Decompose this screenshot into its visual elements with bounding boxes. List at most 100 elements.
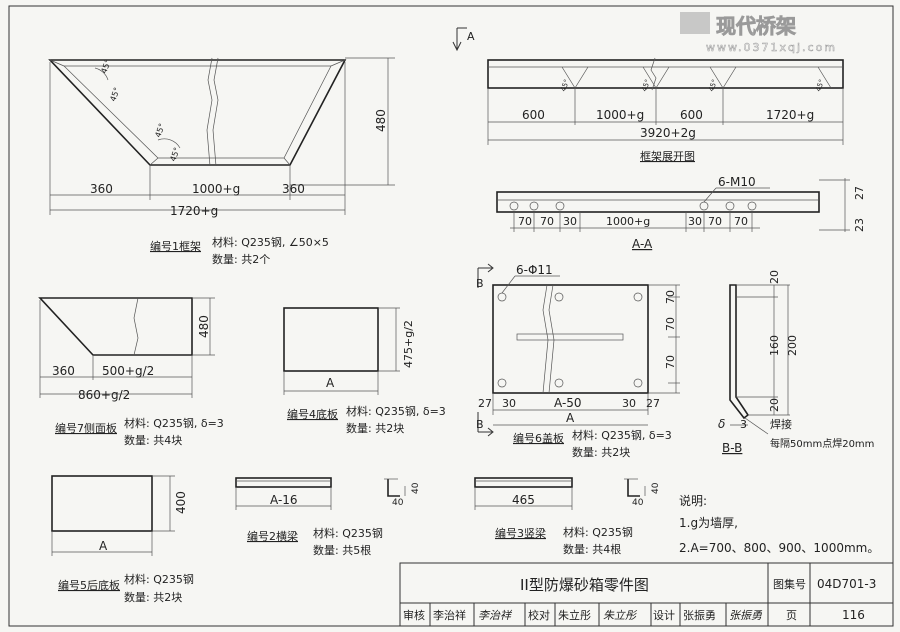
title-block-page-label: 页 [786,609,797,622]
bottom-plate-caption: 编号4底板 [287,407,338,421]
section-aa-dim: 30 [563,215,577,228]
title-block-page-no: 116 [842,608,865,622]
view-a-label: A [467,30,475,43]
unfold-angle-label: 45° [707,78,719,92]
watermark-url: www.0371xqj.com [706,41,837,54]
back-plate-drawing [51,475,175,556]
vertical-beam-material: 材料: Q235钢 [563,525,633,539]
bottom-plate-drawing [283,307,400,395]
section-bb-dim: 20 [768,270,781,284]
vertical-beam-angle-size: 40 [632,498,644,508]
unfold-dim: 600 [680,108,703,122]
title-block-atlas-label: 图集号 [773,577,806,591]
section-bb-dim: 160 [768,335,781,356]
unfold-caption: 框架展开图 [640,150,695,163]
unfold-angle-label: 45° [640,78,652,92]
title-block-atlas-no: 04D701-3 [817,577,876,591]
vertical-beam-drawing [474,477,646,510]
cover-plate-section-mark: B [476,418,484,431]
frame-dim-middle: 1000+g [192,182,240,196]
section-aa-caption: A-A [632,237,653,251]
back-plate-material: 材料: Q235钢 [124,572,194,586]
cross-beam-material: 材料: Q235钢 [313,526,383,540]
cover-plate-dim-right: 70 [664,355,677,369]
cover-plate-drawing [477,263,680,437]
cover-plate-dim: 30 [502,397,516,410]
section-bb-drawing [729,284,790,435]
section-bb-thickness: δ [718,417,725,431]
title-block-designer: 张振勇 [683,608,716,622]
back-plate-dim-height: 400 [174,491,188,514]
cross-beam-angle-size: 40 [392,498,404,508]
notes-item-1: 1.g为墙厚, [679,516,738,530]
cover-plate-dim: 30 [622,397,636,410]
cover-plate-dim-total: A [566,411,575,425]
section-aa-dim-right: 27 [853,186,866,200]
side-panel-drawing [38,297,215,398]
section-bb-dim: 200 [786,335,799,356]
section-aa-bolt: 6-M10 [718,175,756,189]
frame-angle-label: 45° [168,146,181,162]
cross-beam-dim: A-16 [270,493,298,507]
side-panel-caption: 编号7侧面板 [55,421,117,435]
cover-plate-material: 材料: Q235钢, δ=3 [572,428,672,442]
title-block-title: II型防爆砂箱零件图 [520,576,649,594]
unfold-dim-total: 3920+2g [640,126,696,140]
back-plate-caption: 编号5后底板 [58,578,120,592]
cross-beam-quantity: 数量: 共5根 [313,543,371,557]
side-panel-dim: 360 [52,364,75,378]
vertical-beam-caption: 编号3竖梁 [495,526,546,540]
side-panel-material: 材料: Q235钢, δ=3 [124,416,224,430]
section-aa-dim: 1000+g [606,215,650,228]
section-aa-dim: 30 [688,215,702,228]
section-bb-weld: 焊接 [770,417,792,431]
section-aa-dim-right: 23 [853,218,866,232]
back-plate-quantity: 数量: 共2块 [124,591,182,604]
cover-plate-dim: A-50 [554,396,582,410]
cover-plate-dim: 27 [646,397,660,410]
title-block-check-label: 校对 [528,608,550,622]
cover-plate-caption: 编号6盖板 [513,431,564,445]
section-aa-dim: 70 [540,215,554,228]
frame-dim-left: 360 [90,182,113,196]
cover-plate-section-mark: B [476,277,484,290]
frame-drawing [48,57,395,215]
view-a-marker [452,27,467,52]
section-aa-dim: 70 [708,215,722,228]
section-aa-dim: 70 [734,215,748,228]
bottom-plate-dim-height: 475+g/2 [402,320,415,368]
section-bb-weld-note: 每隔50mm点焊20mm [770,437,874,450]
cover-plate-dim-right: 70 [664,317,677,331]
frame-dim-height: 480 [374,109,388,132]
section-bb-value: 3 [740,418,747,431]
cover-plate-dim: 27 [478,397,492,410]
section-aa-dim: 70 [518,215,532,228]
section-aa-drawing [496,178,850,232]
title-block-reviewer: 李治祥 [433,608,466,622]
cross-beam-angle-size: 40 [411,482,421,494]
cross-beam-drawing [235,477,406,510]
section-bb-dim: 20 [768,398,781,412]
frame-dim-right: 360 [282,182,305,196]
frame-material: 材料: Q235钢, ∠50×5 [212,235,329,249]
title-block-review-label: 审核 [403,608,425,622]
cover-plate-dim-right: 70 [664,290,677,304]
cross-beam-caption: 编号2横梁 [247,529,298,543]
unfold-angle-label: 45° [814,78,826,92]
frame-angle-label: 45° [108,86,121,102]
sheet-border [8,5,894,627]
notes-heading: 说明: [679,493,707,508]
title-block [399,562,894,627]
vertical-beam-angle-size: 40 [651,482,661,494]
vertical-beam-quantity: 数量: 共4根 [563,542,621,556]
watermark-brand: 现代桥架 [716,14,796,38]
cover-plate-quantity: 数量: 共2块 [572,446,630,459]
section-bb-caption: B-B [722,441,742,455]
frame-caption: 编号1框架 [150,239,201,253]
side-panel-dim-height: 480 [197,315,211,338]
side-panel-dim-total: 860+g/2 [78,388,130,402]
title-block-checker: 朱立彤 [558,608,591,622]
reviewer-signature: 李治祥 [478,609,513,622]
